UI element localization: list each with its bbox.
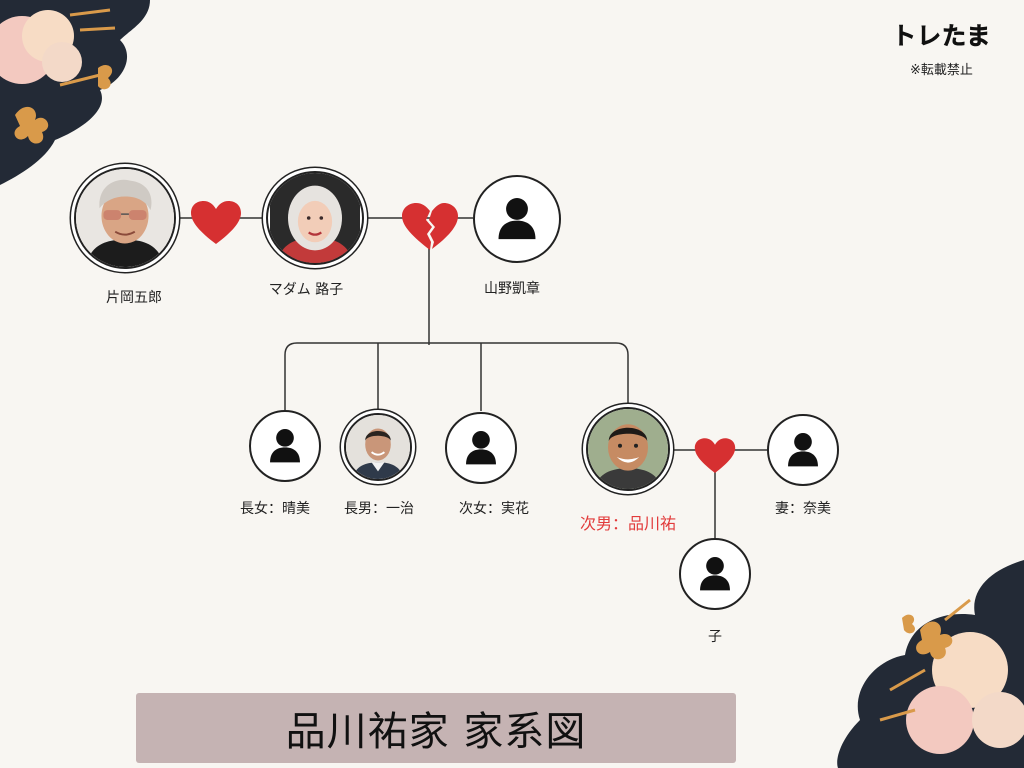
avatar-nami	[767, 414, 839, 486]
page-title: 品川祐家 家系図	[285, 709, 587, 755]
photo-elderly-man-glasses	[76, 169, 174, 267]
avatar-kataoka-goro	[74, 167, 176, 269]
heart-icon	[694, 438, 736, 473]
reprint-notice: ※転載禁止	[910, 63, 973, 78]
name-kataoka-goro: 片岡五郎	[106, 290, 162, 306]
floral-decoration-bottom-right	[837, 560, 1024, 768]
name-nami: 妻：奈美	[775, 501, 831, 517]
avatar-kazuharu	[344, 413, 412, 481]
avatar-child	[679, 538, 751, 610]
avatar-haremi	[249, 410, 321, 482]
person-silhouette-icon	[498, 198, 536, 240]
name-madame-michiko: マダム 路子	[268, 282, 344, 298]
avatar-madame-michiko	[266, 171, 364, 265]
name-kazuharu: 長男：一治	[344, 501, 414, 517]
name-haremi: 長女：晴美	[240, 501, 310, 517]
avatar-yamano-gaisho	[473, 175, 561, 263]
name-shinagawa-hiroshi: 次男：品川祐	[579, 514, 677, 533]
brand-logo: トレたま	[892, 22, 992, 51]
floral-decoration-top-left	[0, 0, 150, 185]
person-silhouette-icon	[700, 557, 730, 591]
title-banner: 品川祐家 家系図	[136, 693, 736, 763]
broken-heart-icon	[402, 203, 458, 250]
name-mika: 次女：実花	[459, 501, 529, 517]
name-yamano-gaisho: 山野凱章	[484, 281, 540, 297]
person-silhouette-icon	[270, 429, 300, 463]
photo-man-smiling	[588, 409, 668, 489]
person-silhouette-icon	[788, 433, 818, 467]
avatar-mika	[445, 412, 517, 484]
avatar-shinagawa-hiroshi	[586, 407, 670, 491]
person-silhouette-icon	[466, 431, 496, 465]
photo-man-smiling	[346, 415, 410, 479]
photo-elderly-woman	[270, 173, 360, 263]
heart-icon	[191, 201, 241, 244]
name-child: 子	[708, 629, 722, 645]
